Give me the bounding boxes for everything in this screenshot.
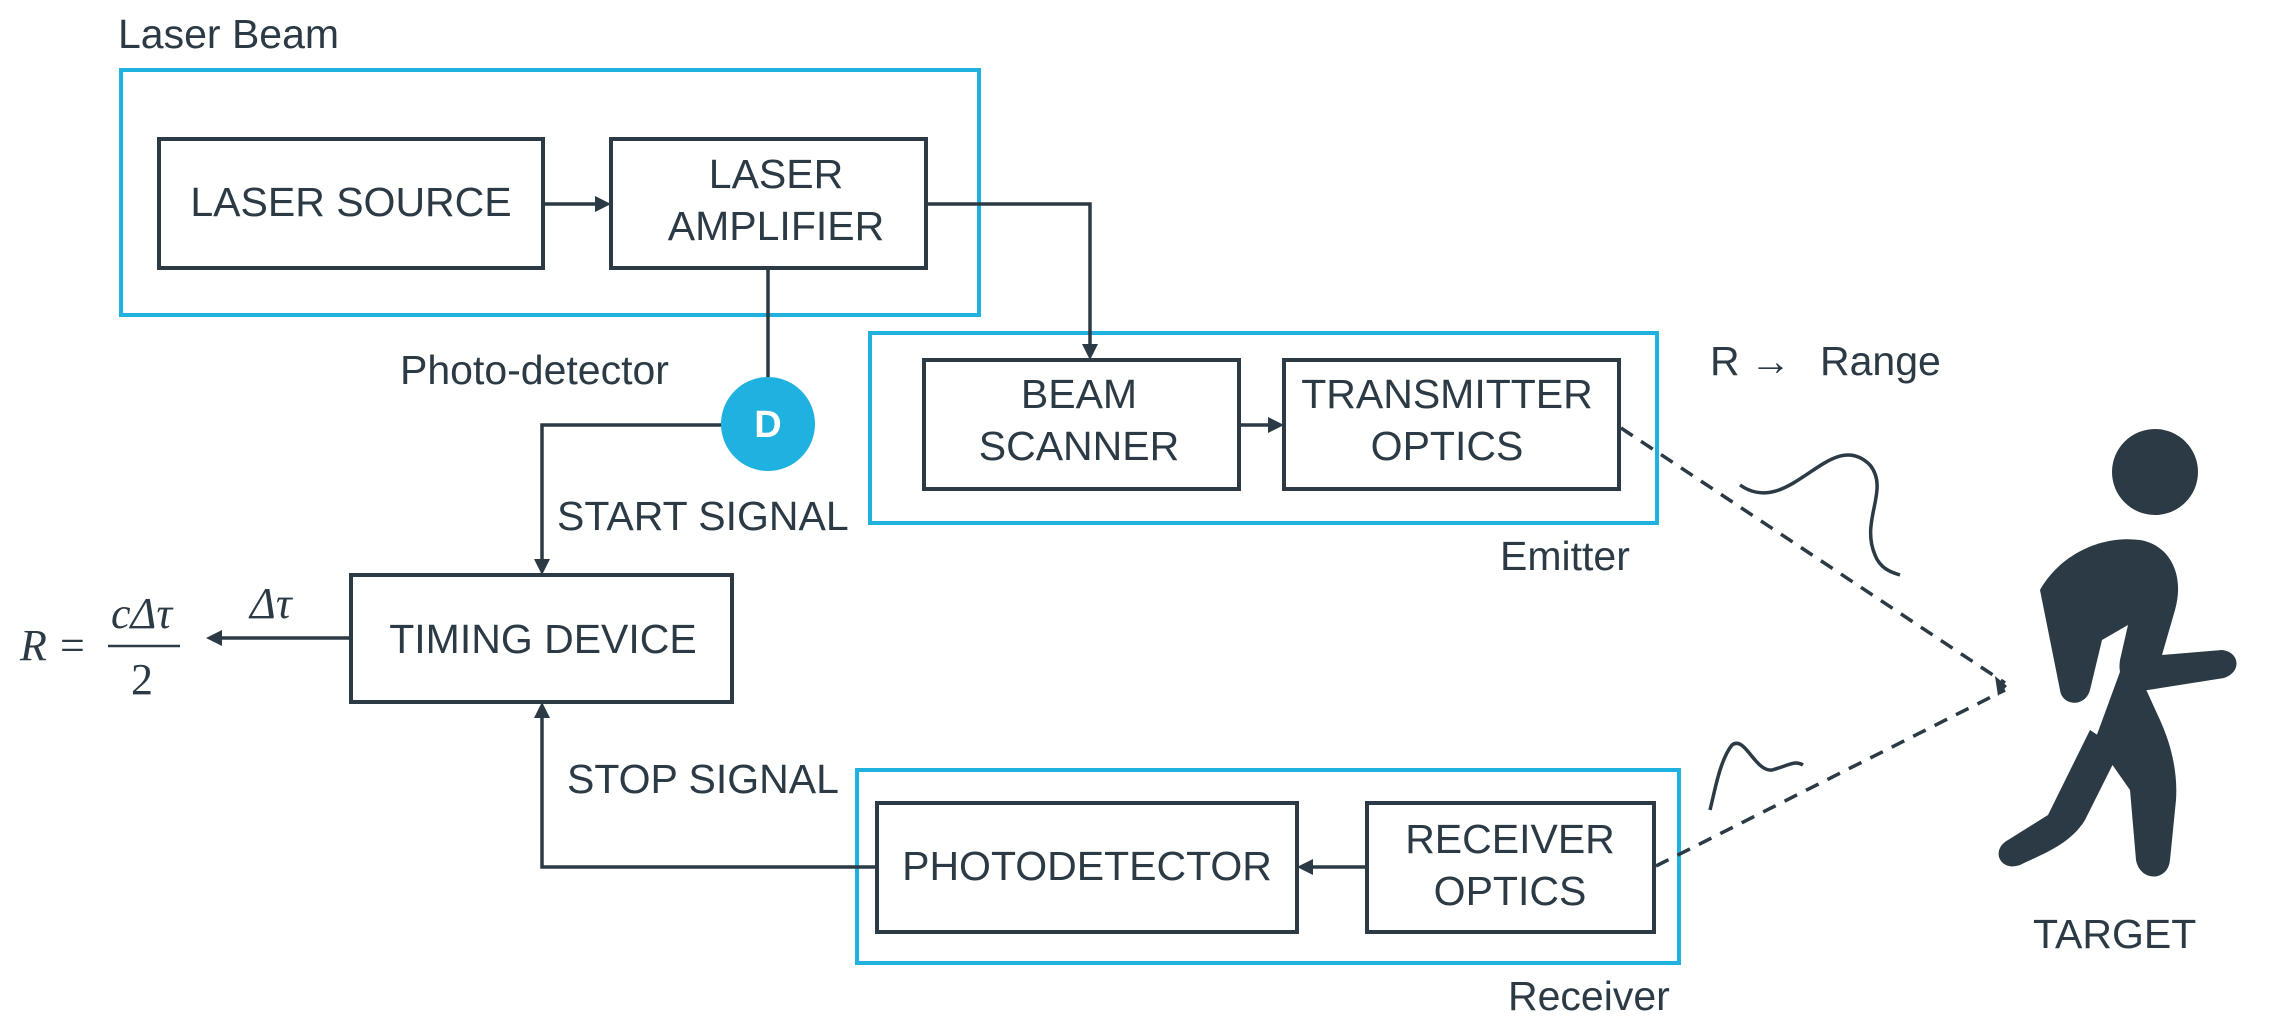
emitter-group-label: Emitter bbox=[1500, 533, 1630, 579]
scanner-to-transmitter-arrow bbox=[1239, 417, 1284, 433]
formula-denominator: 2 bbox=[131, 655, 153, 704]
source-to-amplifier-arrow bbox=[543, 196, 611, 212]
laser-amplifier-label-line2: AMPLIFIER bbox=[668, 203, 884, 249]
target-label: TARGET bbox=[2033, 911, 2196, 957]
receiver-optics-block: RECEIVER OPTICS bbox=[1365, 801, 1656, 934]
beam-scanner-label-line2: SCANNER bbox=[979, 423, 1179, 469]
timing-device-block: TIMING DEVICE bbox=[349, 573, 734, 704]
reflected-wave-icon bbox=[1708, 741, 1804, 811]
stop-signal-label: STOP SIGNAL bbox=[567, 756, 839, 802]
receiver-optics-label-line2: OPTICS bbox=[1434, 868, 1587, 914]
photodetector-label: PHOTODETECTOR bbox=[902, 843, 1272, 889]
photo-detector-caption: Photo-detector bbox=[400, 347, 669, 393]
range-legend-meaning: Range bbox=[1820, 338, 1941, 384]
laser-beam-frame bbox=[119, 68, 981, 317]
timing-device-label: TIMING DEVICE bbox=[389, 616, 697, 662]
laser-amplifier-block: LASER AMPLIFIER bbox=[609, 137, 928, 270]
formula-equals: = bbox=[60, 621, 85, 670]
range-legend: R → Range bbox=[1710, 338, 1941, 384]
beam-impact-marker bbox=[1995, 676, 2007, 696]
emitted-wave-icon bbox=[1738, 453, 1901, 577]
laser-source-label: LASER SOURCE bbox=[190, 179, 511, 225]
formula-numerator: cΔτ bbox=[111, 589, 174, 638]
photodetector-block: PHOTODETECTOR bbox=[875, 801, 1299, 934]
walking-person-icon bbox=[1998, 429, 2237, 877]
laser-beam-group-label: Laser Beam bbox=[118, 11, 339, 57]
formula-lhs: R bbox=[19, 621, 47, 670]
range-legend-arrow: → bbox=[1750, 338, 1791, 384]
transmitter-optics-block: TRANSMITTER OPTICS bbox=[1282, 358, 1621, 491]
emitter-frame bbox=[868, 331, 1659, 525]
emitted-beam-path bbox=[1620, 426, 2006, 685]
reflected-beam-path bbox=[1655, 688, 2006, 868]
transmitter-optics-label-line2: OPTICS bbox=[1371, 423, 1524, 469]
photo-detector-node: D bbox=[721, 377, 815, 471]
delta-tau-label: Δτ bbox=[248, 579, 294, 628]
beam-scanner-label-line1: BEAM bbox=[1021, 371, 1137, 417]
photo-detector-letter: D bbox=[754, 404, 781, 446]
timing-output-arrow bbox=[206, 630, 351, 646]
start-signal-label: START SIGNAL bbox=[557, 493, 849, 539]
receiver-group-label: Receiver bbox=[1508, 973, 1670, 1019]
range-legend-symbol: R bbox=[1710, 338, 1740, 384]
amplifier-to-scanner-arrow bbox=[926, 202, 1098, 360]
laser-amplifier-label-line1: LASER bbox=[709, 151, 843, 197]
transmitter-optics-label-line1: TRANSMITTER bbox=[1301, 371, 1593, 417]
range-formula: R = cΔτ 2 bbox=[19, 589, 180, 704]
receiver-optics-label-line1: RECEIVER bbox=[1405, 816, 1615, 862]
receiver-to-photodetector-arrow bbox=[1297, 859, 1367, 875]
beam-scanner-block: BEAM SCANNER bbox=[922, 358, 1241, 491]
laser-source-block: LASER SOURCE bbox=[157, 137, 545, 270]
stop-signal-arrow bbox=[534, 702, 877, 869]
start-signal-arrow bbox=[534, 423, 723, 575]
